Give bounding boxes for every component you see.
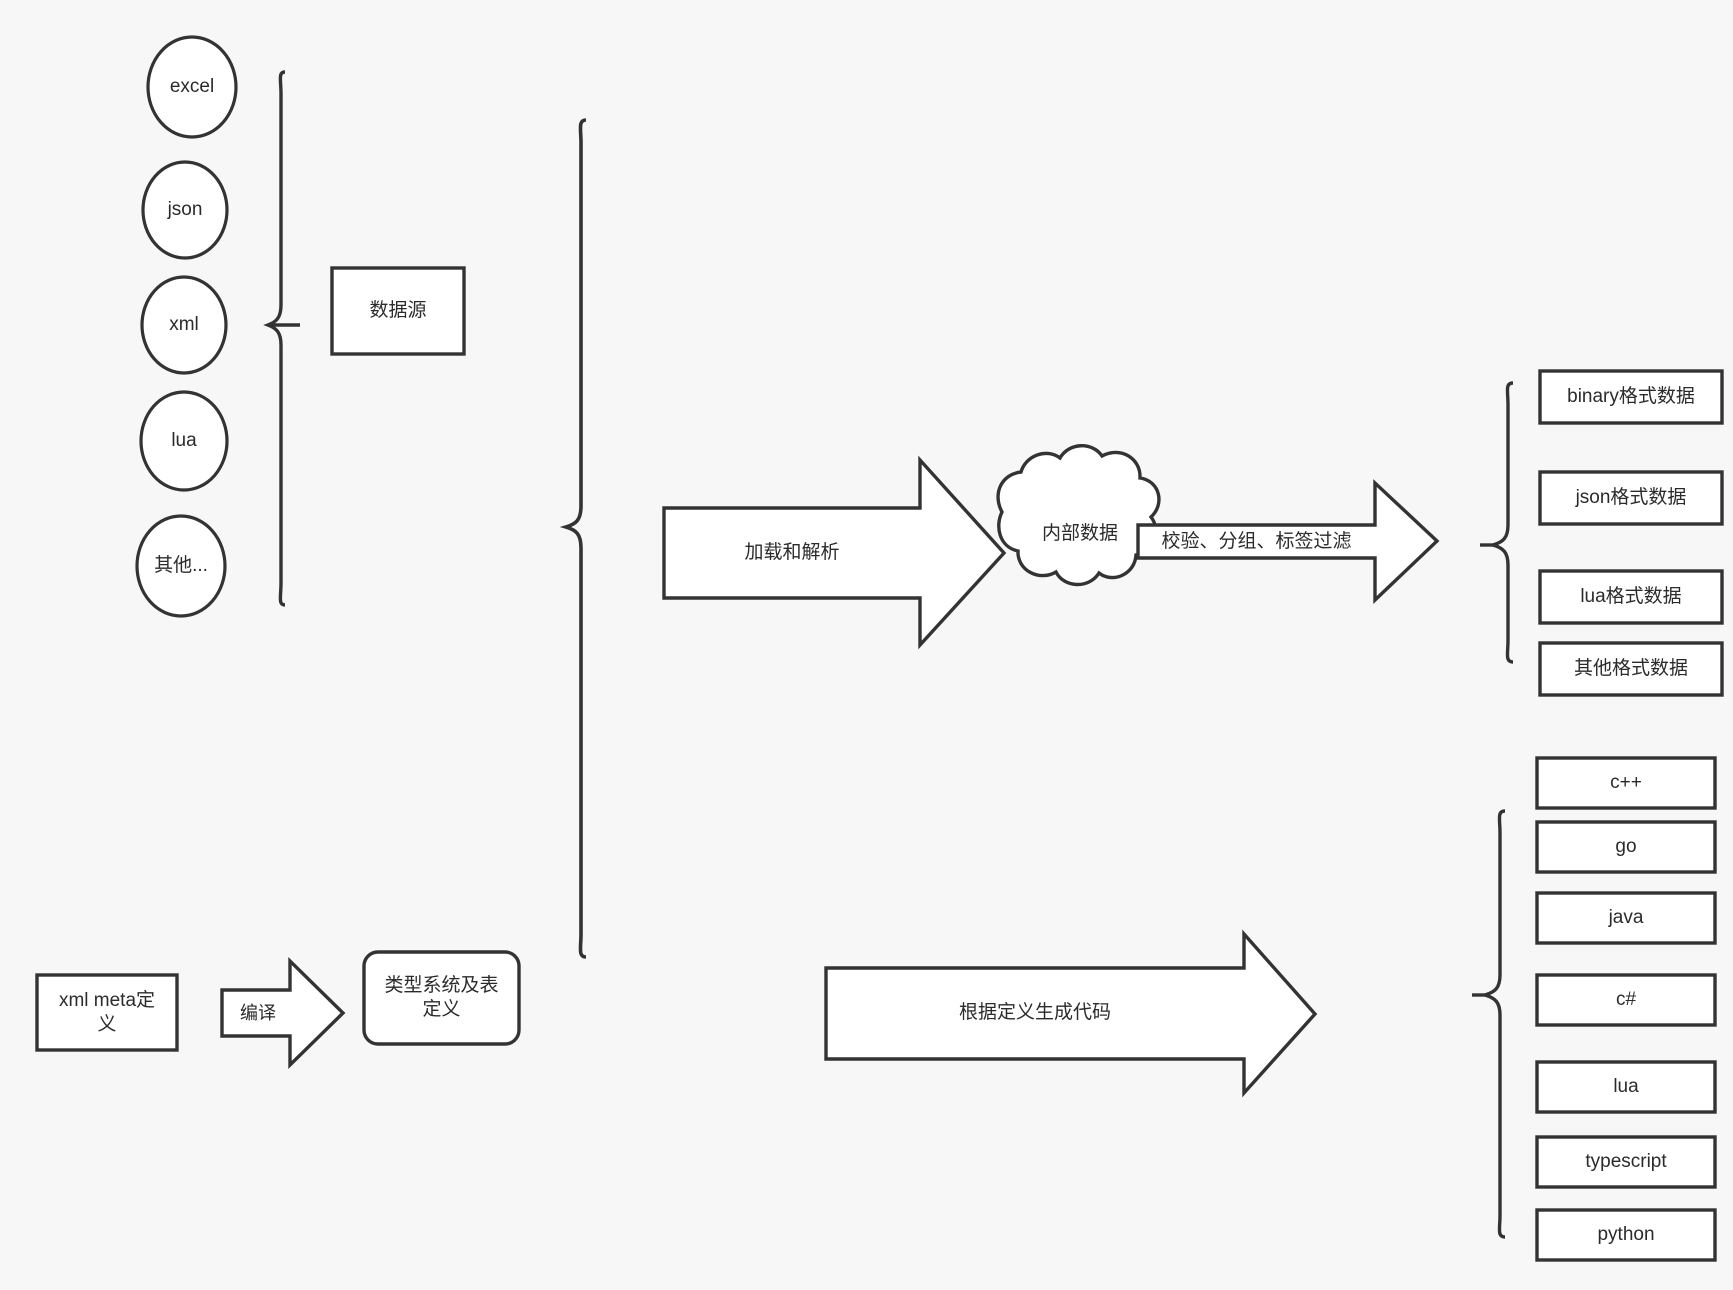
datasource-box[interactable] <box>330 266 466 356</box>
source-ellipse-json[interactable] <box>141 160 229 260</box>
sources-brace <box>263 70 286 607</box>
source-ellipse-xml[interactable] <box>140 275 228 375</box>
validate-group-filter-arrow[interactable] <box>1136 479 1440 604</box>
format-box-3[interactable] <box>1538 641 1724 697</box>
codegen-box-2[interactable] <box>1535 891 1717 945</box>
load-parse-arrow[interactable] <box>662 455 1007 650</box>
codegen-arrow[interactable] <box>824 929 1318 1098</box>
codegen-brace <box>1479 809 1506 1239</box>
codegen-box-5[interactable] <box>1535 1135 1717 1189</box>
xml-meta-box[interactable] <box>35 973 179 1052</box>
codegen-box-3[interactable] <box>1535 973 1717 1027</box>
source-ellipse-excel[interactable] <box>146 35 238 139</box>
source-ellipse-lua[interactable] <box>139 390 229 492</box>
main-input-brace <box>559 118 587 959</box>
codegen-box-1[interactable] <box>1535 820 1717 874</box>
codegen-box-6[interactable] <box>1535 1208 1717 1262</box>
internal-data-cloud[interactable] <box>996 444 1161 587</box>
codegen-box-0[interactable] <box>1535 756 1717 810</box>
type-system-box[interactable] <box>362 950 521 1046</box>
compile-arrow[interactable] <box>220 956 346 1070</box>
format-box-1[interactable] <box>1538 470 1724 526</box>
formats-brace <box>1487 381 1514 664</box>
format-box-0[interactable] <box>1538 369 1724 425</box>
source-ellipse-other[interactable] <box>135 514 227 618</box>
codegen-box-4[interactable] <box>1535 1060 1717 1114</box>
format-box-2[interactable] <box>1538 569 1724 625</box>
